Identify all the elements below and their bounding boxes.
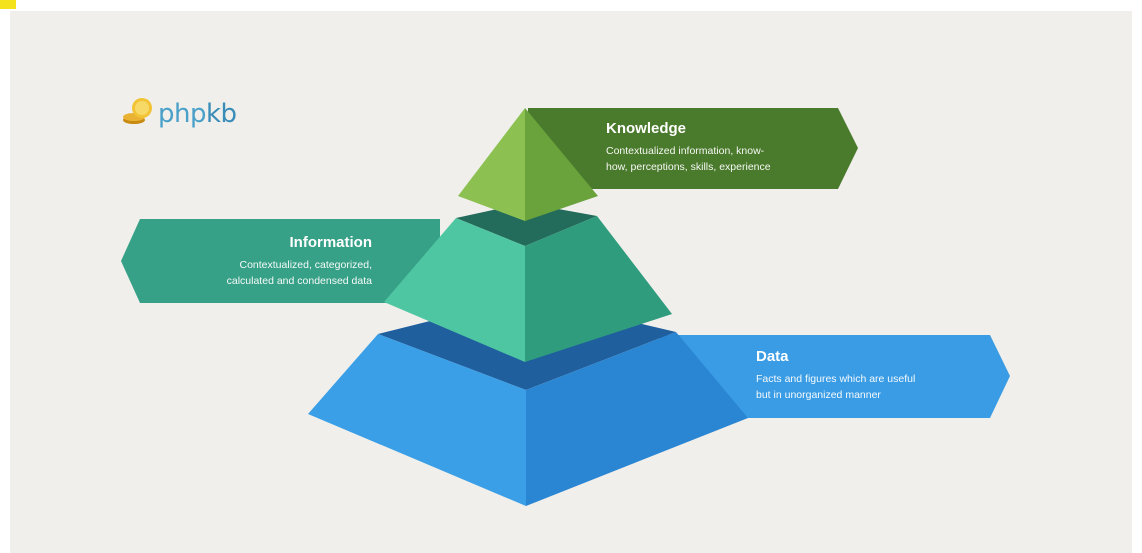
- knowledge-banner: [528, 108, 858, 189]
- corner-marker: [0, 0, 16, 9]
- data-title: Data: [756, 348, 789, 365]
- information-tier-top: [456, 203, 597, 246]
- coin-stack-icon: [120, 96, 154, 131]
- phpkb-logo: phpkb: [120, 96, 237, 131]
- information-title: Information: [289, 234, 373, 251]
- knowledge-description-line-1: Contextualized information, know-: [606, 145, 765, 157]
- logo-wordmark: phpkb: [158, 98, 237, 129]
- knowledge-tier-right-face: [525, 108, 598, 221]
- knowledge-tier-left-face: [458, 108, 525, 221]
- data-label: Data Facts and figures which are useful …: [756, 348, 915, 403]
- knowledge-title: Knowledge: [606, 120, 687, 137]
- data-tier-right-face: [526, 332, 748, 506]
- information-label: Information Contextualized, categorized,…: [160, 234, 372, 289]
- knowledge-description-line-2: how, perceptions, skills, experience: [606, 161, 771, 173]
- information-description-line-2: calculated and condensed data: [226, 275, 372, 287]
- information-tier-left-face: [384, 218, 525, 362]
- information-description-line-1: Contextualized, categorized,: [239, 259, 373, 271]
- data-description-line-1: Facts and figures which are useful: [756, 373, 916, 385]
- data-description-line-2: but in unorganized manner: [756, 389, 881, 401]
- data-banner: [660, 335, 1010, 418]
- information-banner: [121, 219, 440, 303]
- data-tier-left-face: [308, 334, 526, 506]
- knowledge-label: Knowledge Contextualized information, kn…: [606, 120, 771, 175]
- information-tier-right-face: [525, 216, 672, 362]
